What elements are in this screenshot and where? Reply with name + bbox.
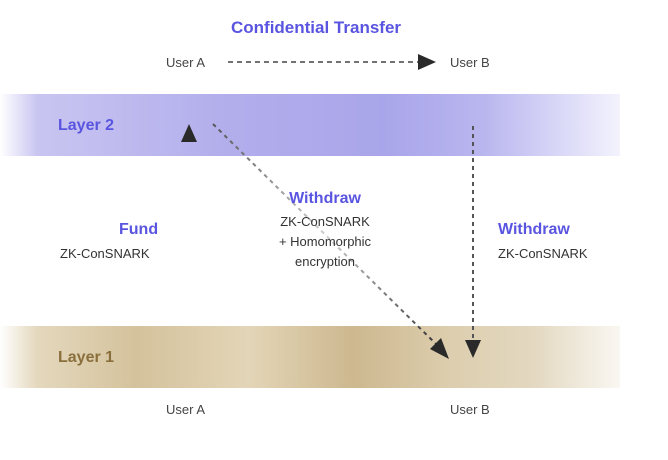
center-withdraw-line1: ZK-ConSNARK <box>280 214 370 229</box>
layer-1-label: Layer 1 <box>58 349 115 366</box>
right-withdraw-method: ZK-ConSNARK <box>498 246 588 261</box>
fund-method: ZK-ConSNARK <box>60 246 150 261</box>
diagram-title: Confidential Transfer <box>230 18 402 37</box>
top-user-b-label: User B <box>450 55 490 70</box>
center-withdraw-line3: encryption <box>295 254 355 269</box>
center-withdraw-heading: Withdraw <box>289 190 361 207</box>
bottom-user-b-label: User B <box>450 402 490 417</box>
center-withdraw-block: Withdraw ZK-ConSNARK + Homomorphic encry… <box>240 190 410 272</box>
layer-2-label: Layer 2 <box>58 117 115 134</box>
diagonal-withdraw-arrow <box>212 123 449 359</box>
center-withdraw-line2: + Homomorphic <box>278 234 372 249</box>
right-withdraw-heading: Withdraw <box>498 221 570 238</box>
layer-1-band <box>0 326 620 388</box>
fund-heading: Fund <box>119 221 159 238</box>
layer-2-band <box>0 94 620 156</box>
fund-arrow <box>181 124 197 356</box>
bottom-user-a-label: User A <box>166 402 206 417</box>
top-user-a-label: User A <box>166 55 206 70</box>
right-withdraw-arrow <box>465 126 481 358</box>
transfer-arrow <box>228 54 436 70</box>
